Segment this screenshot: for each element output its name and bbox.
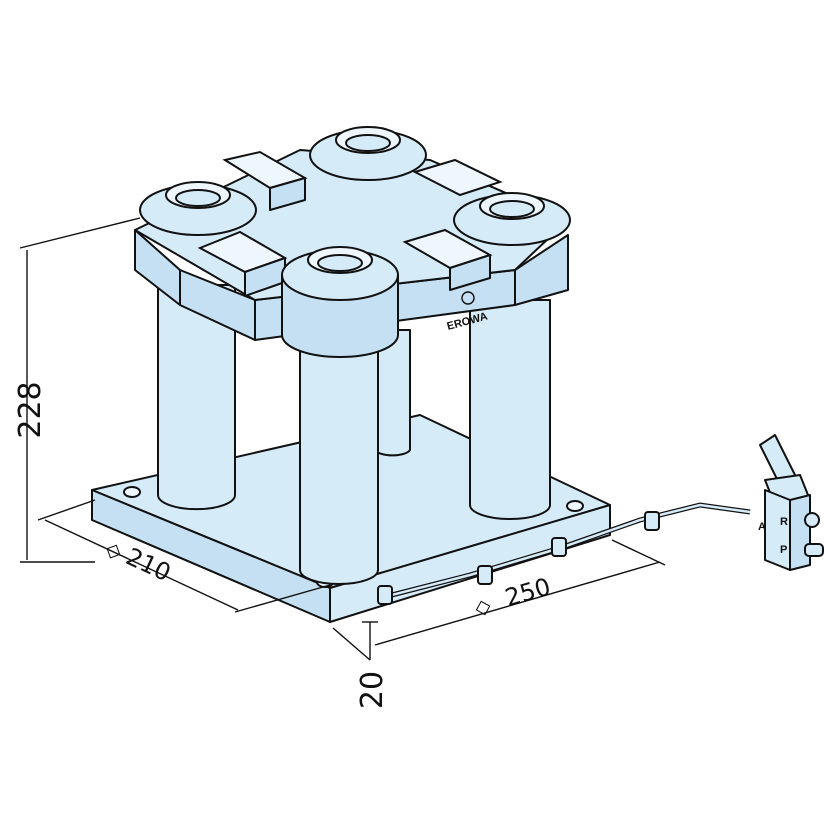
valve[interactable]: R P A [758,434,824,571]
height-dimension: 228 [13,381,48,438]
chuck-back [309,126,427,181]
svg-text:P: P [780,544,787,556]
width-dimension: 250 [502,573,554,613]
chuck-left [139,181,257,236]
chuck-right [453,192,571,246]
svg-text:R: R [780,516,788,528]
chuck-front [281,246,399,358]
air-line [377,502,751,605]
thickness-dimension: 20 [355,671,390,709]
svg-text:◇: ◇ [472,592,494,619]
top-fixture: EROWA [134,126,571,358]
columns [157,284,551,585]
dimension-lines [19,217,666,661]
svg-text:◇: ◇ [102,536,127,565]
svg-text:A: A [758,521,766,533]
